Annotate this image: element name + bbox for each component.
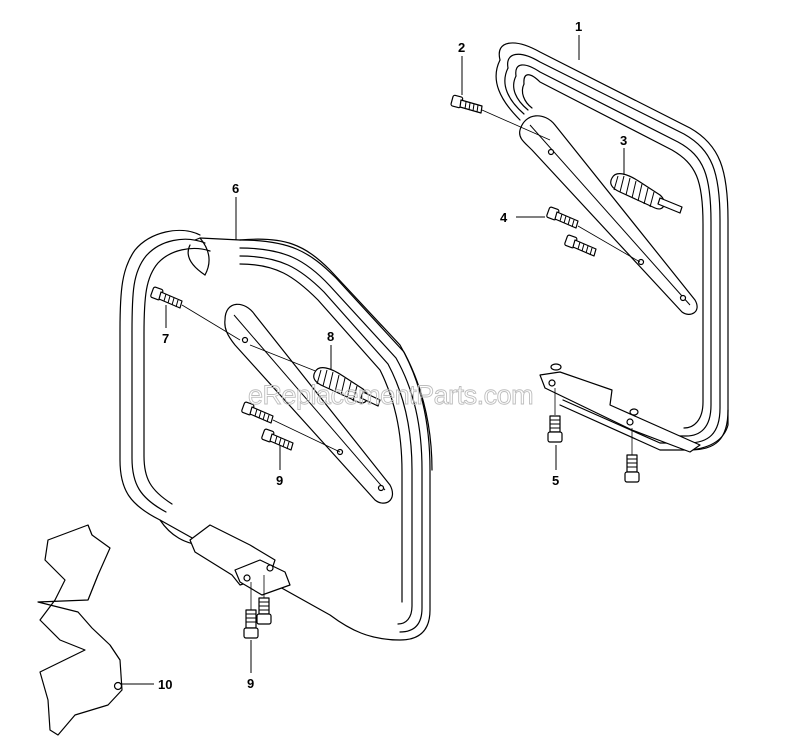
bolt-part-9-lower-b [256, 575, 272, 625]
callout-2: 2 [458, 40, 465, 55]
callout-8: 8 [327, 329, 334, 344]
bolt-part-2 [450, 94, 551, 141]
callout-6: 6 [232, 181, 239, 196]
right-bottom-bracket-plate [539, 363, 701, 453]
bumper-spike-part-10 [37, 524, 123, 736]
bolt-part-7 [150, 286, 241, 341]
callout-3: 3 [620, 133, 627, 148]
left-diagonal-bracket [224, 303, 394, 504]
bolt-part-9-upper-b [261, 428, 294, 451]
bolt-part-4-upper [546, 206, 641, 263]
watermark: eReplacementParts.com [248, 380, 533, 410]
callout-1: 1 [575, 19, 582, 34]
callout-9-lower: 9 [247, 676, 254, 691]
left-bottom-bracket-plate [189, 524, 291, 596]
bolt-part-9-upper-a [241, 401, 341, 453]
bolt-part-4-lower [564, 234, 597, 257]
callout-9-upper: 9 [276, 473, 283, 488]
callout-7: 7 [162, 331, 169, 346]
bolt-part-9-lower-a [243, 582, 259, 639]
bolt-part-5-left [547, 388, 563, 443]
callout-5: 5 [552, 473, 559, 488]
spring-part-8 [249, 344, 381, 407]
right-diagonal-bracket [519, 115, 698, 315]
callout-10: 10 [158, 677, 172, 692]
callout-4: 4 [500, 210, 508, 225]
bolt-part-5-right [624, 428, 640, 483]
rear-handle-frame-part-1 [495, 42, 729, 451]
leader-lines [122, 35, 625, 685]
